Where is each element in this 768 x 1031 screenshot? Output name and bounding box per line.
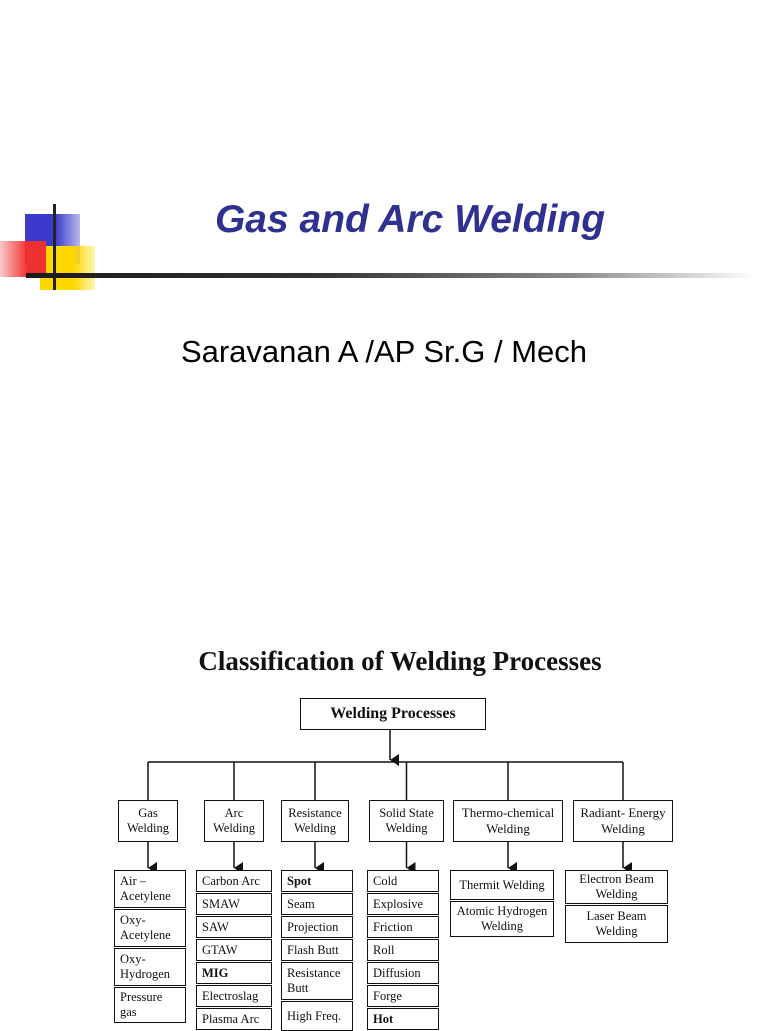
process-spot: Spot [281,870,353,892]
process-electroslag: Electroslag [196,985,272,1007]
process-resistance-butt: Resistance Butt [281,962,353,1000]
diagram-connectors [147,730,632,874]
category-resistance-welding: Resistance Welding [281,800,349,842]
process-laser-beam-welding: Laser Beam Welding [565,905,668,943]
process-hot: Hot [367,1008,439,1030]
process-mig: MIG [196,962,272,984]
process-oxy-acetylene: Oxy- Acetylene [114,909,186,947]
process-atomic-hydrogen-welding: Atomic Hydrogen Welding [450,901,554,937]
ornament-yellow-square [40,246,95,290]
slide-subtitle: Saravanan A /AP Sr.G / Mech [180,334,588,369]
process-plasma-arc: Plasma Arc [196,1008,272,1030]
process-air-acetylene: Air – Acetylene [114,870,186,908]
title-underline [26,273,756,278]
process-flash-butt: Flash Butt [281,939,353,961]
process-high-freq: High Freq. [281,1001,353,1031]
ornament-vertical-line [53,204,56,290]
category-radiant-energy-welding: Radiant- Energy Welding [573,800,673,842]
process-explosive: Explosive [367,893,439,915]
slide-title: Gas and Arc Welding [214,198,606,241]
category-arc-welding: Arc Welding [204,800,264,842]
process-cold: Cold [367,870,439,892]
ornament-red-square [0,241,46,277]
category-solid-state-welding: Solid State Welding [369,800,444,842]
process-projection: Projection [281,916,353,938]
process-pressure-gas: Pressure gas [114,987,186,1023]
process-roll: Roll [367,939,439,961]
process-oxy-hydrogen: Oxy- Hydrogen [114,948,186,986]
root-node: Welding Processes [300,698,486,730]
process-carbon-arc: Carbon Arc [196,870,272,892]
category-gas-welding: Gas Welding [118,800,178,842]
process-forge: Forge [367,985,439,1007]
diagram-heading: Classification of Welding Processes [198,646,602,676]
process-diffusion: Diffusion [367,962,439,984]
process-thermit-welding: Thermit Welding [450,870,554,900]
process-gtaw: GTAW [196,939,272,961]
process-friction: Friction [367,916,439,938]
process-electron-beam-welding: Electron Beam Welding [565,870,668,904]
process-saw: SAW [196,916,272,938]
category-thermo-chemical-welding: Thermo-chemical Welding [453,800,563,842]
process-smaw: SMAW [196,893,272,915]
process-seam: Seam [281,893,353,915]
